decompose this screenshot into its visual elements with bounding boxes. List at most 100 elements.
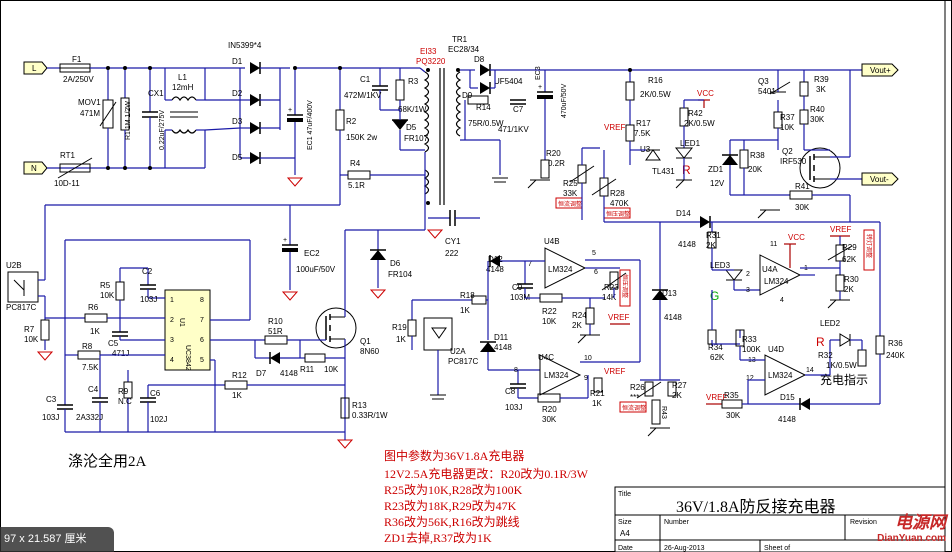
led2-label: LED2 bbox=[820, 319, 841, 328]
u4d-label: U4D bbox=[768, 345, 784, 354]
r9-label: R9 bbox=[118, 387, 129, 396]
d11-value: 4148 bbox=[494, 343, 512, 352]
r21-label: R21 bbox=[590, 389, 605, 398]
n-terminal-label: N bbox=[31, 164, 37, 173]
r34-value: 62K bbox=[710, 353, 725, 362]
title-label: Title bbox=[618, 491, 631, 498]
feedback-section: D14 4148 R31 2K LED3 G U4A LM324 VCC 11 … bbox=[392, 195, 905, 437]
vref-label-2: VREF bbox=[608, 313, 629, 322]
r26-value: *** bbox=[630, 393, 639, 402]
mov1-value: 471M bbox=[80, 109, 100, 118]
svg-text:1: 1 bbox=[170, 297, 174, 304]
r20-label: R20 bbox=[546, 149, 561, 158]
d5b-value: FR107 bbox=[404, 134, 429, 143]
pq-label: PQ3220 bbox=[416, 57, 446, 66]
r19-label: R19 bbox=[392, 323, 407, 332]
svg-text:5: 5 bbox=[200, 357, 204, 364]
u2b-value: PC817C bbox=[6, 303, 36, 312]
svg-text:6: 6 bbox=[200, 337, 204, 344]
r35-value: 30K bbox=[726, 411, 741, 420]
r33-label: R33 bbox=[742, 335, 757, 344]
q3-value: 5401 bbox=[758, 87, 776, 96]
r20b-label: R20 bbox=[542, 405, 557, 414]
u3-value: TL431 bbox=[652, 167, 675, 176]
d11-label: D11 bbox=[494, 333, 509, 342]
r4-value: 5.1R bbox=[348, 181, 365, 190]
mov1-label: MOV1 bbox=[78, 98, 101, 107]
r17-label: R17 bbox=[636, 119, 651, 128]
vout-pos-label: Vout+ bbox=[870, 66, 891, 75]
c9-value: 103M bbox=[510, 293, 530, 302]
c2-label: C2 bbox=[142, 267, 153, 276]
r14-label: R14 bbox=[476, 103, 491, 112]
r43-label: R43 bbox=[660, 406, 667, 419]
svg-text:8: 8 bbox=[200, 297, 204, 304]
r42-value: 2K/0.5W bbox=[684, 119, 715, 128]
led3-label: LED3 bbox=[710, 261, 731, 270]
note-line-5: R36改为56K,R16改为跳线 bbox=[384, 515, 520, 529]
rt1-label: RT1 bbox=[60, 151, 76, 160]
svg-text:+: + bbox=[538, 84, 542, 91]
d7-value: 4148 bbox=[280, 369, 298, 378]
image-dimensions-status: 97 x 21.587 厘米 bbox=[0, 527, 114, 552]
watermark: 电源网 DianYuan.com bbox=[877, 508, 946, 544]
r4-label: R4 bbox=[350, 159, 361, 168]
svg-text:+: + bbox=[283, 237, 287, 244]
tr1-value: EC28/34 bbox=[448, 45, 480, 54]
cy1-label: CY1 bbox=[445, 237, 461, 246]
q2-label: Q2 bbox=[782, 147, 793, 156]
u4a-opamp bbox=[759, 254, 802, 296]
primary-section: R2 150K 2w C1 472M/1KV R3 68K/1W D5 FR10… bbox=[45, 35, 480, 301]
r3-label: R3 bbox=[408, 77, 419, 86]
r36-label: R36 bbox=[888, 339, 903, 348]
q3-label: Q3 bbox=[758, 77, 769, 86]
svg-text:8: 8 bbox=[514, 367, 518, 374]
q2-value: IRF530 bbox=[780, 157, 807, 166]
r1-label: R1 1M 1/2W bbox=[125, 101, 132, 140]
u2a-value: PC817C bbox=[448, 357, 478, 366]
led3-color: G bbox=[710, 289, 719, 303]
d13-value: 4148 bbox=[664, 313, 682, 322]
u4d-value: LM324 bbox=[768, 371, 793, 380]
r26-label: R26 bbox=[630, 383, 645, 392]
u1-label: U1 bbox=[178, 318, 185, 327]
u4b-opamp bbox=[544, 247, 587, 289]
r28-label: R28 bbox=[610, 189, 625, 198]
led1-label: LED1 bbox=[680, 139, 701, 148]
d2-label: D2 bbox=[232, 89, 243, 98]
r39-value: 3K bbox=[816, 85, 826, 94]
r8-value: 7.5K bbox=[82, 363, 99, 372]
r37-value: 10K bbox=[780, 123, 795, 132]
d15-label: D15 bbox=[780, 393, 795, 402]
r14-value: 75R/0.5W bbox=[468, 119, 504, 128]
rt1-value: 10D-11 bbox=[54, 179, 80, 188]
r10-value: 51R bbox=[268, 327, 283, 336]
zd1-value: 12V bbox=[710, 179, 725, 188]
d3-label: D3 bbox=[232, 117, 243, 126]
d5b-label: D5 bbox=[406, 123, 417, 132]
r28-value: 470K bbox=[610, 199, 629, 208]
r3-value: 68K/1W bbox=[398, 105, 427, 114]
vcc-label-top: VCC bbox=[697, 89, 714, 98]
note-line-4: R23改为18K,R29改为47K bbox=[384, 499, 517, 513]
d1-label: D1 bbox=[232, 57, 243, 66]
r20-value: 0.2R bbox=[548, 159, 565, 168]
r28-note: 恒压调整 bbox=[606, 210, 630, 218]
d12-label: D12 bbox=[488, 255, 503, 264]
note-line-1: 图中参数为36V1.8A充电器 bbox=[384, 448, 524, 463]
r6-label: R6 bbox=[88, 303, 99, 312]
sheet-label: Sheet of bbox=[764, 545, 790, 552]
r24-label: R24 bbox=[572, 311, 587, 320]
secondary-section: D8 UF5404 D9 R14 75R/0.5W C7 471/1KV + E… bbox=[460, 55, 899, 223]
f1-value: 2A/250V bbox=[63, 75, 94, 84]
vout-neg-terminal bbox=[861, 172, 899, 186]
svg-text:3: 3 bbox=[746, 287, 750, 294]
r37-label: R37 bbox=[780, 113, 795, 122]
bridge-type-label: IN5399*4 bbox=[228, 41, 262, 50]
svg-text:14: 14 bbox=[806, 367, 814, 374]
watermark-logo: 电源网 bbox=[895, 513, 946, 532]
svg-text:10: 10 bbox=[584, 355, 592, 362]
r33-value: 100K bbox=[742, 345, 761, 354]
u4a-label: U4A bbox=[762, 265, 778, 274]
zd1-label: ZD1 bbox=[708, 165, 724, 174]
